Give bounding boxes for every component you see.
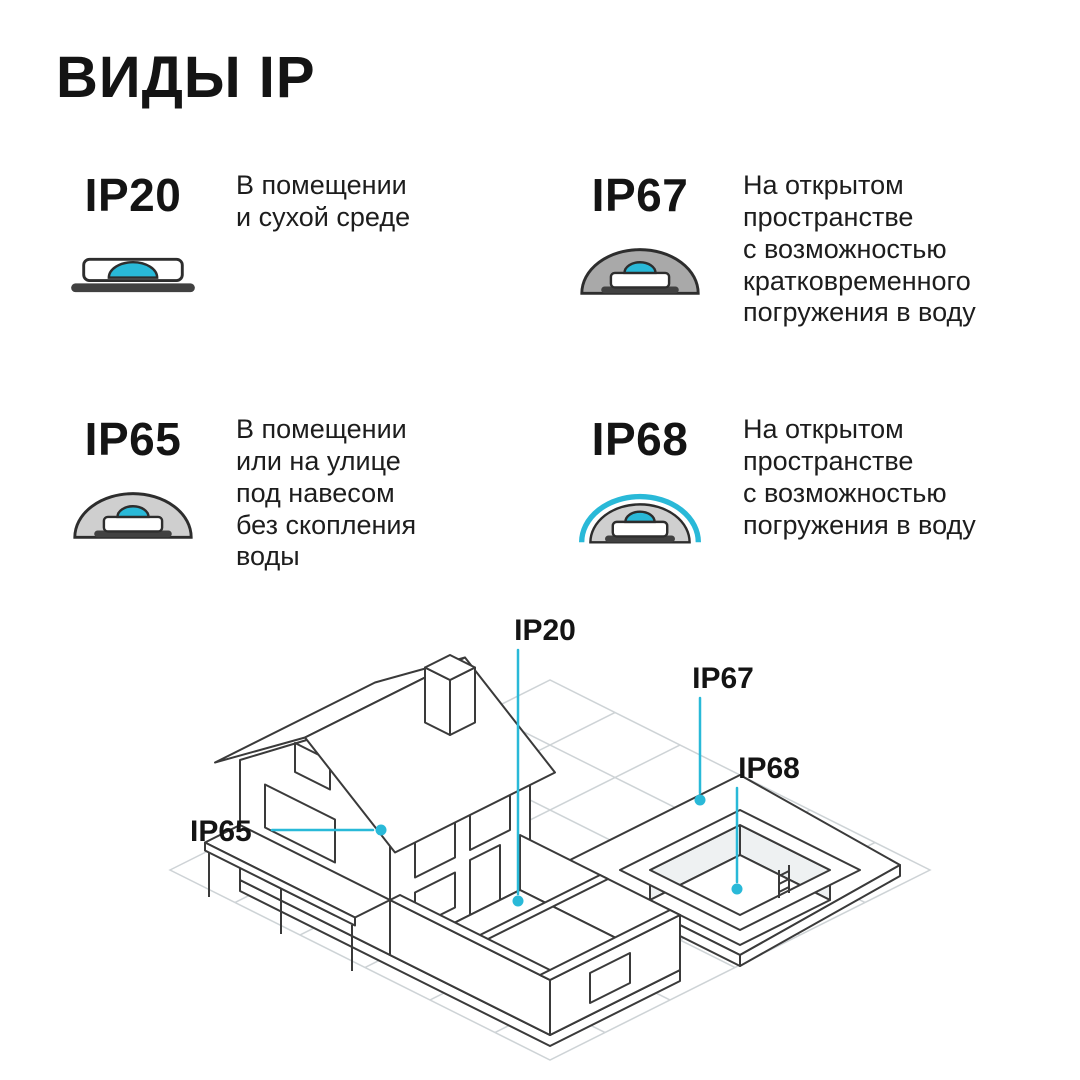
window bbox=[264, 783, 336, 864]
rating-description: На открытом пространстве с возможностью … bbox=[743, 170, 976, 328]
swimming-pool bbox=[619, 809, 861, 946]
rating-card-ip65: IP65 В помещении или на улице под навесо… bbox=[58, 412, 416, 573]
rating-code-column: IP20 bbox=[58, 168, 208, 296]
rating-code-column: IP65 bbox=[58, 412, 208, 546]
rating-code: IP20 bbox=[84, 169, 182, 221]
diagram-label-ip68: IP68 bbox=[731, 752, 800, 895]
bare-strip-icon bbox=[71, 257, 195, 293]
marker-dot bbox=[375, 824, 387, 836]
diagram-label-ip67: IP67 bbox=[692, 662, 754, 806]
window bbox=[589, 952, 631, 1004]
rating-description: В помещении и сухой среде bbox=[236, 170, 411, 232]
marker-dot bbox=[512, 895, 524, 907]
house-isometric-diagram: IP65 IP20 IP67 IP68 bbox=[168, 614, 932, 1061]
rating-card-ip68: IP68 На открытом пространстве с возможно… bbox=[565, 412, 976, 552]
label-text: IP68 bbox=[738, 752, 800, 785]
marker-dot bbox=[731, 883, 743, 895]
sealed-dome-icon bbox=[580, 248, 700, 295]
rating-code: IP65 bbox=[84, 413, 182, 465]
marker-dot bbox=[694, 794, 706, 806]
rating-code-column: IP67 bbox=[565, 168, 715, 302]
rating-description: На открытом пространстве с возможностью … bbox=[743, 414, 976, 540]
pool-ladder bbox=[778, 865, 790, 898]
chimney bbox=[424, 654, 476, 736]
label-text: IP65 bbox=[190, 815, 252, 848]
diagram-label-ip20: IP20 bbox=[512, 614, 576, 907]
balcony bbox=[204, 824, 391, 971]
label-text: IP67 bbox=[692, 662, 754, 695]
diagram-label-ip65: IP65 bbox=[190, 815, 387, 848]
house-wing bbox=[389, 834, 681, 1036]
rating-card-ip67: IP67 На открытом пространстве с возможно… bbox=[565, 168, 976, 329]
page-title: ВИДЫ IP bbox=[56, 45, 316, 110]
rating-description: В помещении или на улице под навесом без… bbox=[236, 414, 417, 572]
dome-cover-icon bbox=[73, 492, 193, 539]
roof bbox=[214, 656, 556, 854]
waterproof-dome-icon bbox=[578, 493, 702, 544]
label-text: IP20 bbox=[514, 614, 576, 647]
rating-card-ip20: IP20 В помещении и сухой среде bbox=[58, 168, 410, 296]
rating-code: IP68 bbox=[591, 413, 689, 465]
rating-code: IP67 bbox=[591, 169, 689, 221]
rating-code-column: IP68 bbox=[565, 412, 715, 552]
